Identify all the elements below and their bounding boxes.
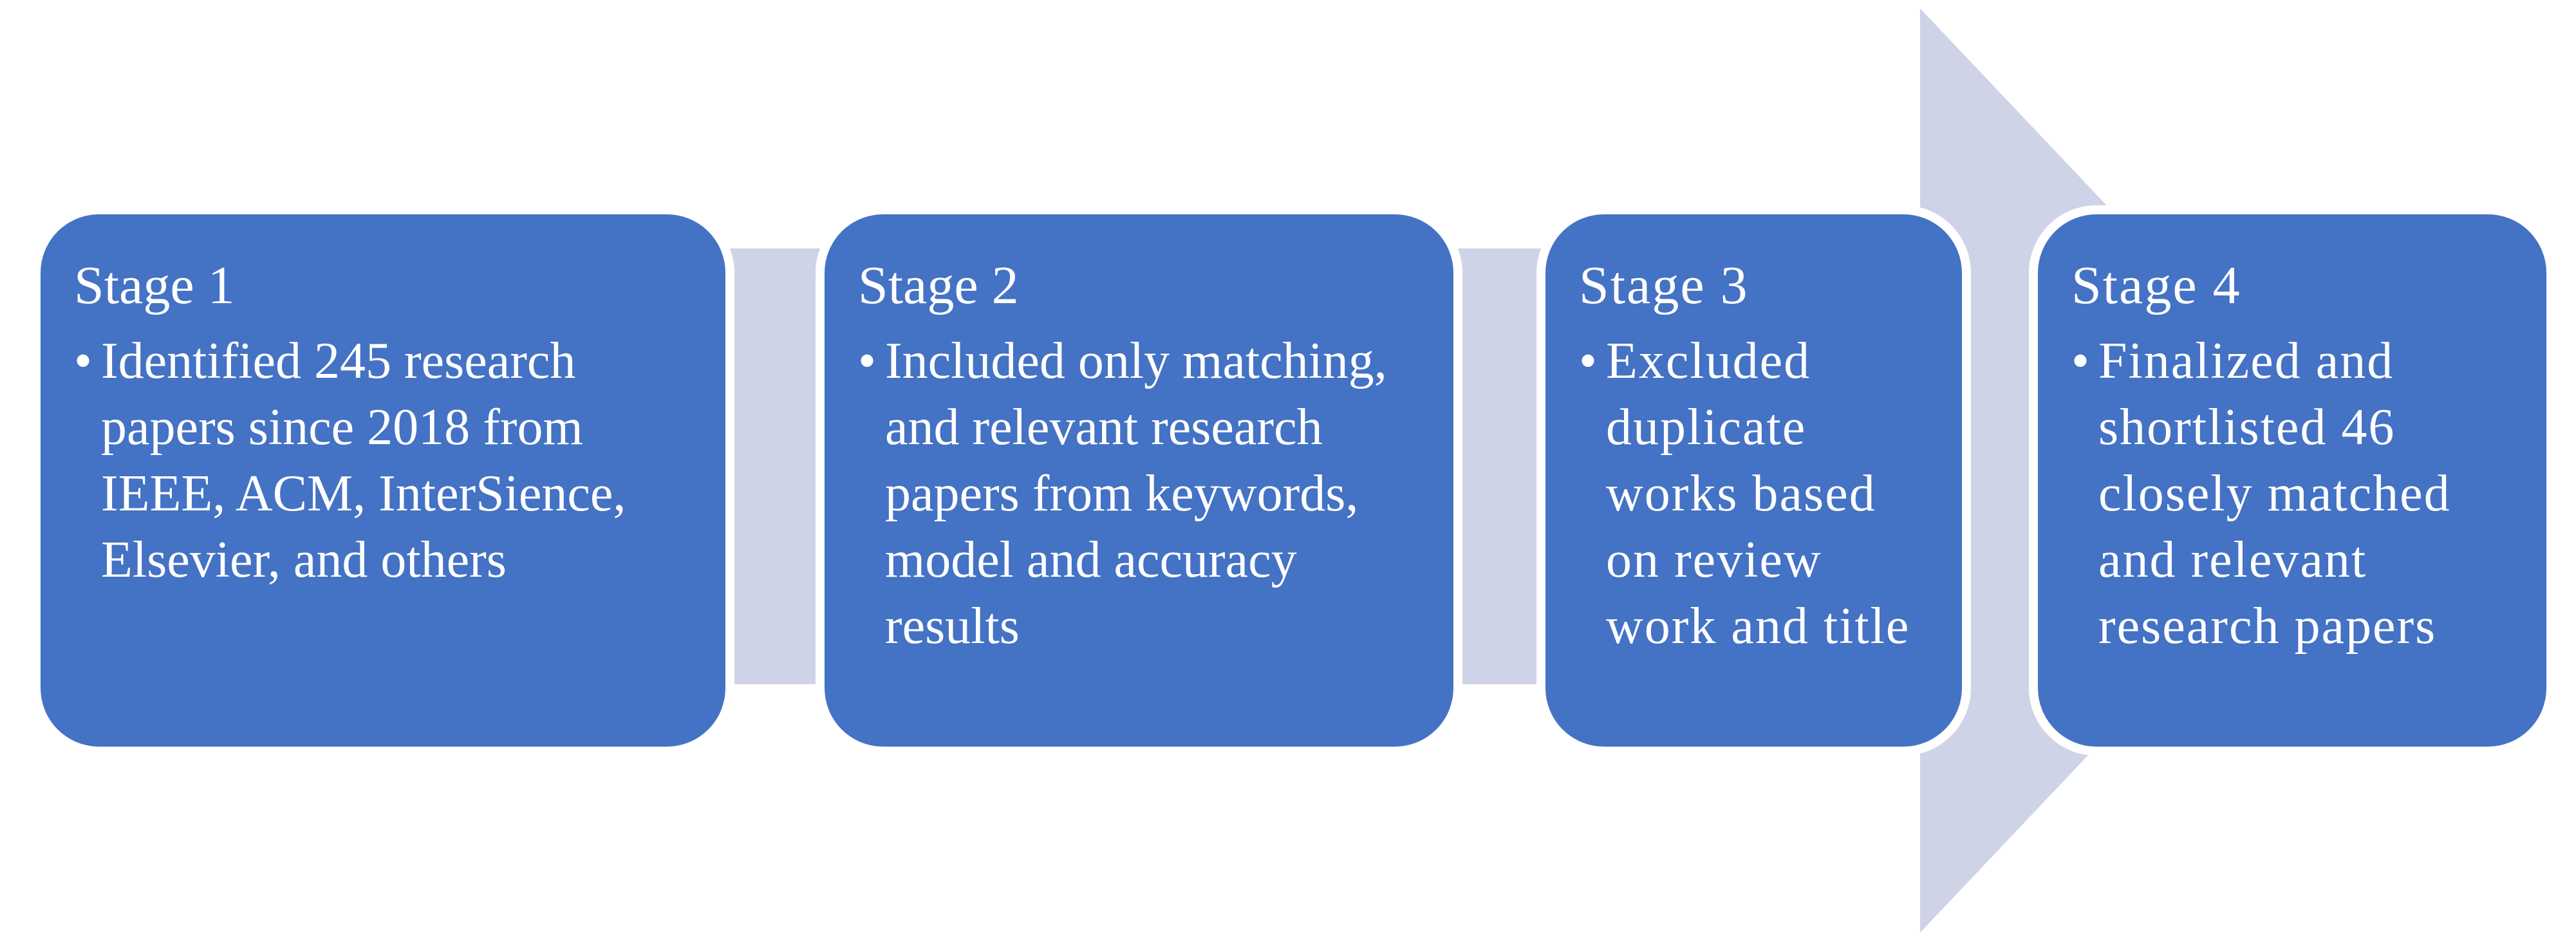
stage-4-bullet-item: • Finalized and shortlisted 46 closely m… [2071, 328, 2537, 660]
stage-3-bullet-item: • Excluded duplicate works based on revi… [1579, 328, 1953, 660]
stage-2-bullet-item: • Included only matching, and relevant r… [858, 328, 1444, 660]
stage-2-box: Stage 2 • Included only matching, and re… [816, 205, 1462, 756]
stage-1-title: Stage 1 [74, 256, 235, 315]
bullet-icon: • [1579, 333, 1599, 389]
stage-4-box: Stage 4 • Finalized and shortlisted 46 c… [2029, 205, 2555, 756]
stage-4-title: Stage 4 [2071, 256, 2241, 315]
stage-2-title: Stage 2 [858, 256, 1019, 315]
stage-1-box: Stage 1 • Identified 245 research papers… [32, 205, 734, 756]
stage-3-title: Stage 3 [1579, 256, 1749, 315]
bullet-icon: • [2071, 333, 2091, 389]
stage-4-body-text: Finalized and shortlisted 46 closely mat… [2098, 333, 2451, 655]
stage-2-content: Stage 2 • Included only matching, and re… [825, 214, 1453, 747]
stage-3-body-text: Excluded duplicate works based on review… [1606, 333, 1910, 655]
bullet-icon: • [858, 333, 877, 389]
stage-3-box: Stage 3 • Excluded duplicate works based… [1536, 205, 1971, 756]
stage-1-body-text: Identified 245 research papers since 201… [101, 333, 626, 588]
stage-1-content: Stage 1 • Identified 245 research papers… [41, 214, 725, 747]
stage-1-bullet-item: • Identified 245 research papers since 2… [74, 328, 716, 593]
stage-3-content: Stage 3 • Excluded duplicate works based… [1545, 214, 1962, 747]
stage-2-body-text: Included only matching, and relevant res… [885, 333, 1387, 655]
stage-4-content: Stage 4 • Finalized and shortlisted 46 c… [2038, 214, 2546, 747]
bullet-icon: • [74, 333, 93, 389]
